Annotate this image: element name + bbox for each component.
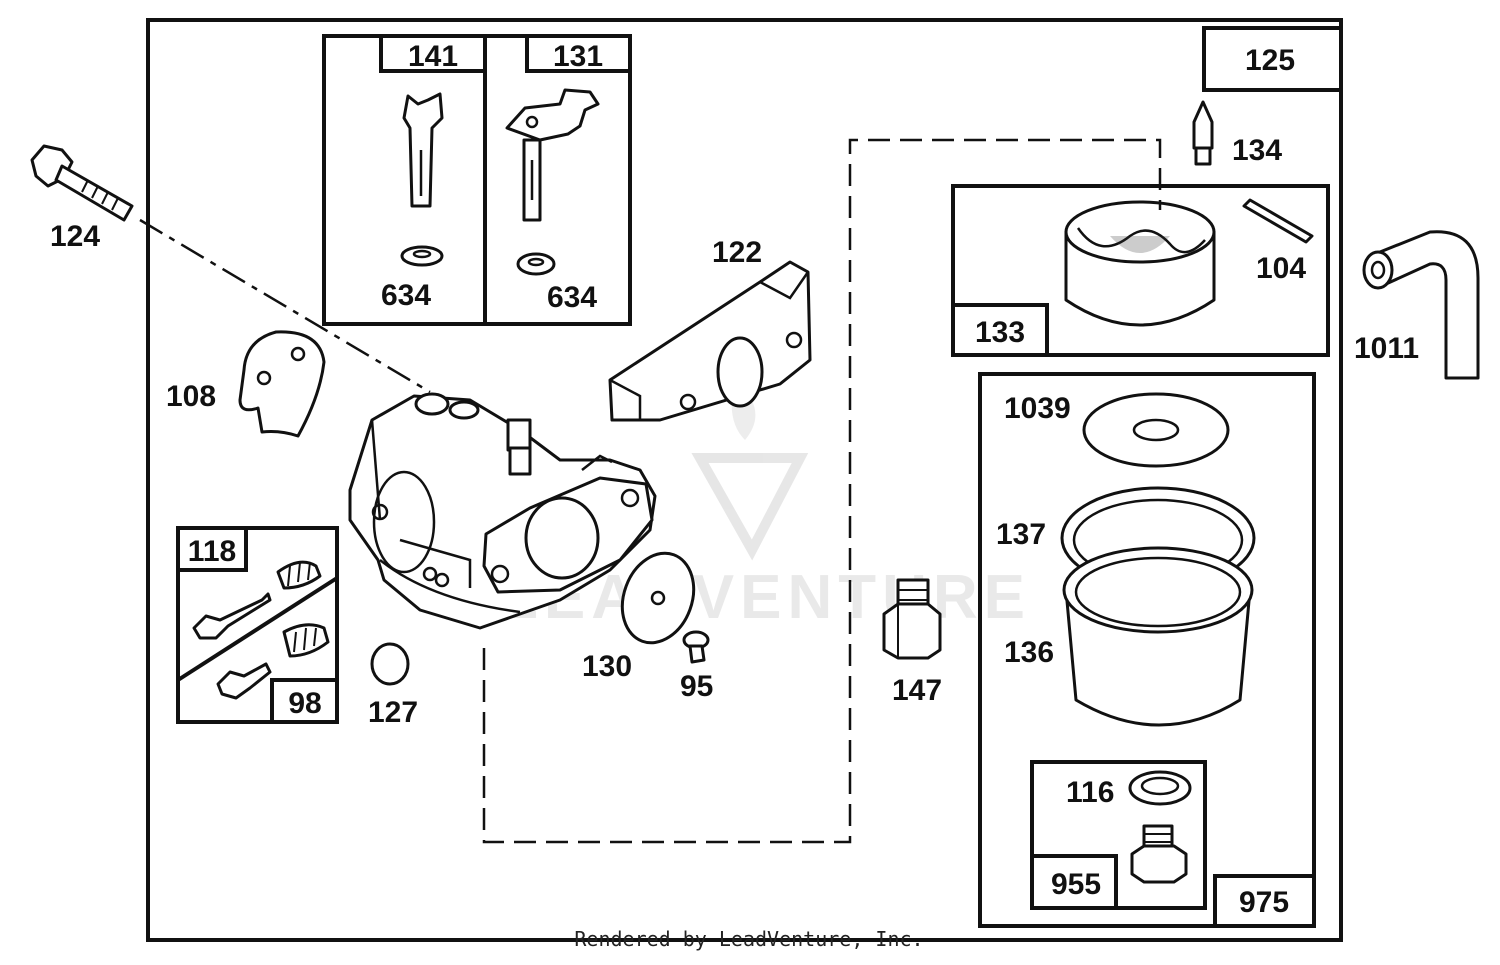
- float-pin-part[interactable]: [1242, 198, 1314, 244]
- label-95[interactable]: 95: [680, 670, 713, 703]
- box-125: 125: [1202, 26, 1343, 92]
- box-label-98[interactable]: 98: [288, 687, 321, 720]
- gasket-1039-part[interactable]: [1082, 392, 1230, 468]
- box-975: 975 1039 137 136 955 116: [978, 372, 1316, 928]
- label-147[interactable]: 147: [892, 674, 942, 707]
- mounting-bolt-part[interactable]: [30, 144, 134, 222]
- label-634-left[interactable]: 634: [381, 279, 431, 312]
- washer-116-part[interactable]: [1128, 770, 1192, 806]
- label-130[interactable]: 130: [582, 650, 632, 683]
- label-137[interactable]: 137: [996, 518, 1046, 551]
- label-124[interactable]: 124: [50, 220, 100, 253]
- label-116[interactable]: 116: [1066, 776, 1114, 809]
- box-label-975[interactable]: 975: [1239, 886, 1289, 919]
- fitting-147-part[interactable]: [882, 578, 942, 660]
- box-141-131: 141 131 634 634: [322, 34, 632, 326]
- bolt-guide-line: [139, 218, 431, 394]
- fuel-path-line: [482, 138, 1162, 844]
- label-1039[interactable]: 1039: [1004, 392, 1071, 425]
- inlet-needle-part[interactable]: [1192, 100, 1214, 166]
- label-104[interactable]: 104: [1256, 252, 1306, 285]
- box-118-98: 118 98: [176, 526, 339, 724]
- box-label-955[interactable]: 955: [1051, 868, 1101, 901]
- welch-plug-part[interactable]: [370, 642, 410, 686]
- carburetor-body-part[interactable]: [348, 392, 657, 630]
- box-133: 133 104: [951, 184, 1330, 357]
- footer-credit: Rendered by LeadVenture, Inc.: [574, 927, 923, 951]
- spacer-122-part[interactable]: [608, 260, 812, 422]
- box-label-133[interactable]: 133: [975, 316, 1025, 349]
- screw-95-part[interactable]: [682, 630, 710, 664]
- gasket-108-part[interactable]: [238, 330, 326, 438]
- box-label-125[interactable]: 125: [1245, 44, 1295, 77]
- label-108[interactable]: 108: [166, 380, 216, 413]
- label-122[interactable]: 122: [712, 236, 762, 269]
- diaphragm-130-part[interactable]: [610, 543, 705, 653]
- label-634-right[interactable]: 634: [547, 281, 597, 314]
- throttle-shaft-part[interactable]: [505, 88, 600, 276]
- label-127[interactable]: 127: [368, 696, 418, 729]
- label-1011[interactable]: 1011: [1354, 332, 1419, 365]
- idle-speed-screw-part[interactable]: [216, 623, 330, 700]
- label-134[interactable]: 134: [1232, 134, 1282, 167]
- bowl-nut-part[interactable]: [1130, 824, 1188, 884]
- idle-mixture-screw-part[interactable]: [192, 560, 322, 640]
- float-part[interactable]: [1064, 200, 1216, 327]
- box-label-131[interactable]: 131: [553, 40, 603, 73]
- box-label-141[interactable]: 141: [408, 40, 458, 73]
- box-label-118[interactable]: 118: [188, 535, 236, 568]
- label-136[interactable]: 136: [1004, 636, 1054, 669]
- float-bowl-136-part[interactable]: [1062, 546, 1254, 727]
- watermark-logo: [691, 380, 809, 561]
- outer-frame: [146, 18, 1343, 942]
- fuel-hose-part[interactable]: [1362, 230, 1480, 380]
- choke-shaft-part[interactable]: [400, 92, 444, 267]
